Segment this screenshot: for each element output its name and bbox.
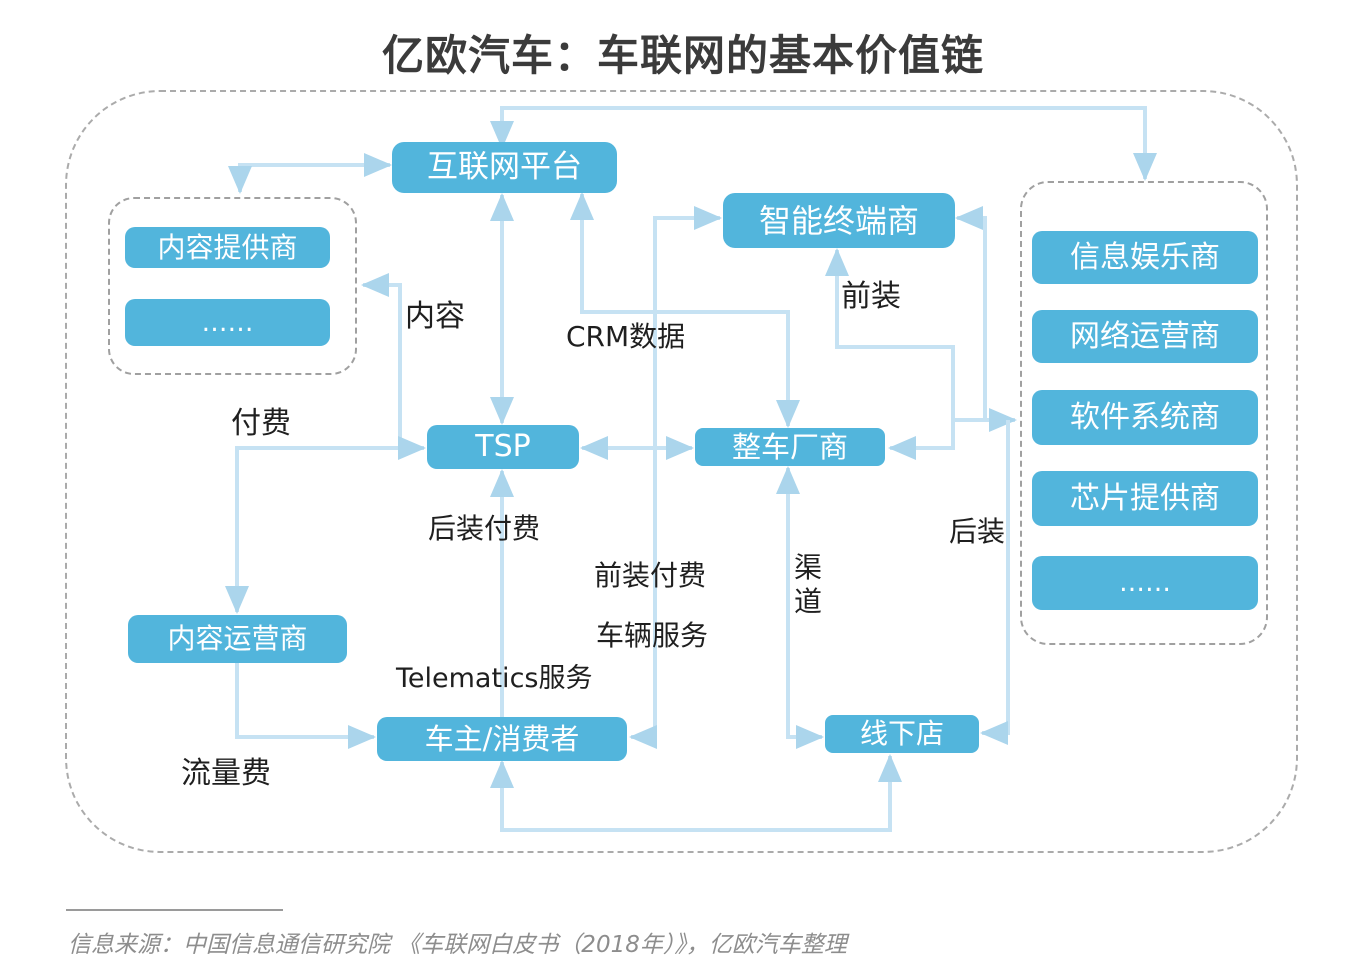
edge-label-traffic-fee: 流量费: [181, 756, 271, 791]
footer-source-note: 信息来源：中国信息通信研究院 《车联网白皮书（2018年）》，亿欧汽车整理: [68, 932, 847, 958]
node-network-operator: 网络运营商: [1032, 310, 1258, 363]
node-car-owner: 车主/消费者: [377, 717, 627, 761]
node-infotainment: 信息娱乐商: [1032, 231, 1258, 284]
node-chip-provider: 芯片提供商: [1032, 471, 1258, 526]
node-oem: 整车厂商: [695, 428, 885, 466]
edge-label-channel: 渠道: [794, 551, 823, 618]
edge-label-crm-data: CRM数据: [566, 320, 686, 353]
edge-label-vehicle-service: 车辆服务: [596, 619, 709, 652]
outer-dashed-boundary: [65, 90, 1298, 853]
edge-label-aftermarket: 后装: [949, 515, 1006, 548]
node-smart-terminal: 智能终端商: [723, 193, 955, 248]
edge-label-telematics-service: Telematics服务: [396, 663, 593, 694]
edge-label-pay: 付费: [231, 406, 291, 441]
diagram-title: 亿欧汽车：车联网的基本价值链: [381, 31, 984, 80]
edge-label-content: 内容: [405, 299, 465, 334]
footer-divider: [66, 909, 283, 911]
node-internet-platform: 互联网平台: [392, 142, 617, 193]
content-provider-group: [108, 197, 357, 375]
node-supplier-more: ……: [1032, 556, 1258, 610]
node-content-provider: 内容提供商: [125, 227, 330, 268]
edge-label-front-install-pay: 前装付费: [594, 559, 707, 592]
edge-label-front-install: 前装: [841, 279, 901, 314]
node-tsp: TSP: [427, 425, 579, 469]
node-software-system: 软件系统商: [1032, 390, 1258, 445]
supplier-group: [1020, 181, 1268, 645]
node-offline-store: 线下店: [825, 715, 979, 753]
node-content-provider-more: ……: [125, 299, 330, 346]
edge-label-aftermarket-pay: 后装付费: [428, 512, 541, 545]
node-content-operator: 内容运营商: [128, 615, 347, 663]
